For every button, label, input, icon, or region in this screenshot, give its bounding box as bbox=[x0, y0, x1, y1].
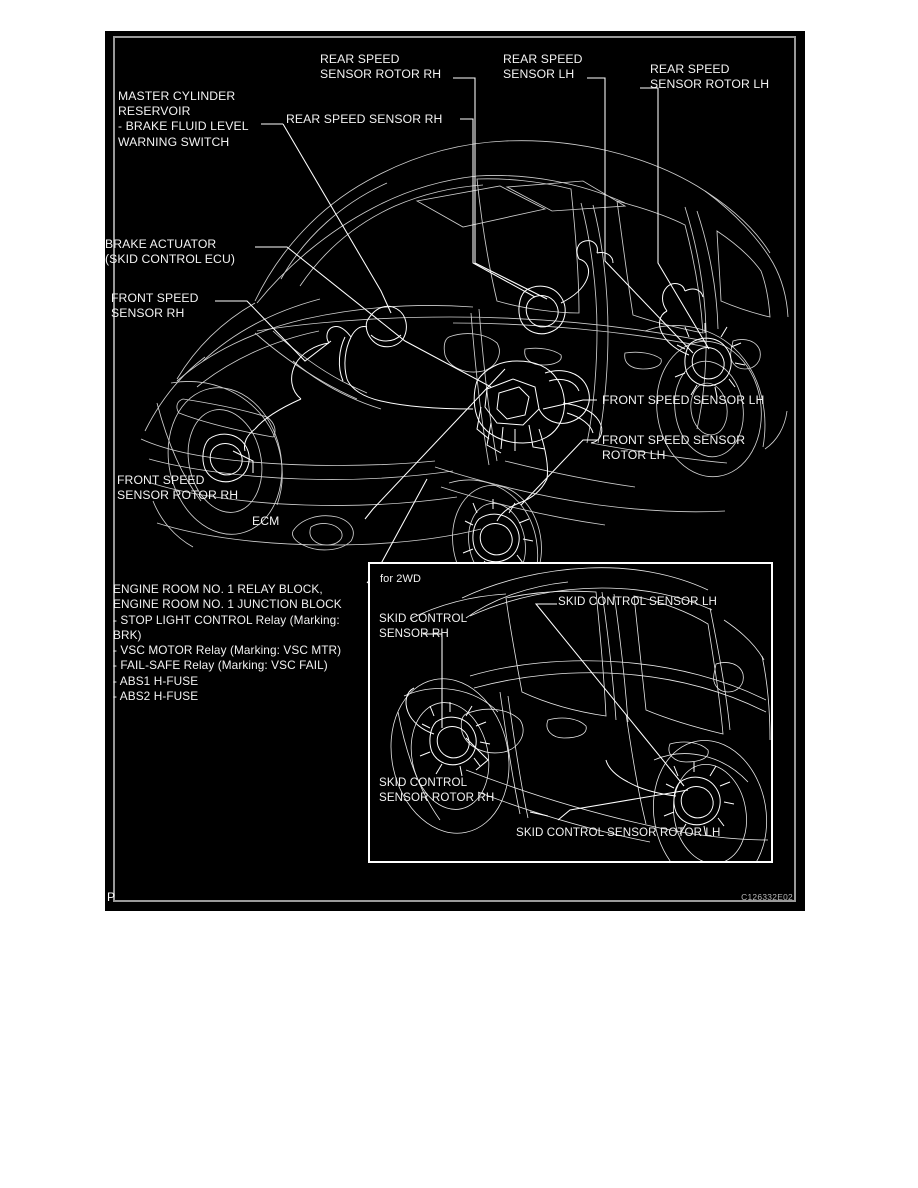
inset-panel-2wd: for 2WD SKID CONTROL SENSOR LH SKID CONT… bbox=[368, 562, 773, 863]
label-skid-control-sensor-rh: SKID CONTROL SENSOR RH bbox=[379, 612, 468, 640]
label-skid-control-sensor-rotor-lh: SKID CONTROL SENSOR ROTOR LH bbox=[516, 826, 721, 839]
label-brake-actuator: BRAKE ACTUATOR (SKID CONTROL ECU) bbox=[105, 237, 236, 267]
inset-vehicle-line-drawing bbox=[390, 567, 771, 861]
inset-caption-2wd: for 2WD bbox=[380, 573, 422, 585]
label-front-speed-sensor-rotor-rh: FRONT SPEED SENSOR ROTOR RH bbox=[117, 473, 239, 503]
label-front-speed-sensor-lh: FRONT SPEED SENSOR LH bbox=[602, 393, 765, 407]
label-rear-speed-sensor-rotor-rh: REAR SPEED SENSOR ROTOR RH bbox=[320, 52, 442, 82]
label-front-speed-sensor-rotor-lh: FRONT SPEED SENSOR ROTOR LH bbox=[602, 433, 746, 463]
label-rear-speed-sensor-rh: REAR SPEED SENSOR RH bbox=[286, 112, 443, 126]
label-rear-speed-sensor-rotor-lh: REAR SPEED SENSOR ROTOR LH bbox=[650, 62, 770, 92]
label-rear-speed-sensor-lh: REAR SPEED SENSOR LH bbox=[503, 52, 583, 82]
figure-frame-border bbox=[113, 36, 796, 902]
figure-panel: MASTER CYLINDER RESERVOIR - BRAKE FLUID … bbox=[105, 31, 805, 911]
figure-reference-code: C126332E02 bbox=[741, 892, 793, 902]
vehicle-line-drawing bbox=[140, 77, 789, 602]
label-ecm: ECM bbox=[252, 514, 280, 528]
page-corner-mark: P bbox=[107, 890, 116, 904]
label-master-cylinder-reservoir: MASTER CYLINDER RESERVOIR - BRAKE FLUID … bbox=[118, 89, 249, 149]
label-engine-room-relay-block: ENGINE ROOM NO. 1 RELAY BLOCK, ENGINE RO… bbox=[113, 582, 342, 704]
label-skid-control-sensor-lh: SKID CONTROL SENSOR LH bbox=[558, 595, 717, 608]
label-front-speed-sensor-rh: FRONT SPEED SENSOR RH bbox=[111, 291, 199, 321]
label-skid-control-sensor-rotor-rh: SKID CONTROL SENSOR ROTOR RH bbox=[379, 776, 495, 804]
